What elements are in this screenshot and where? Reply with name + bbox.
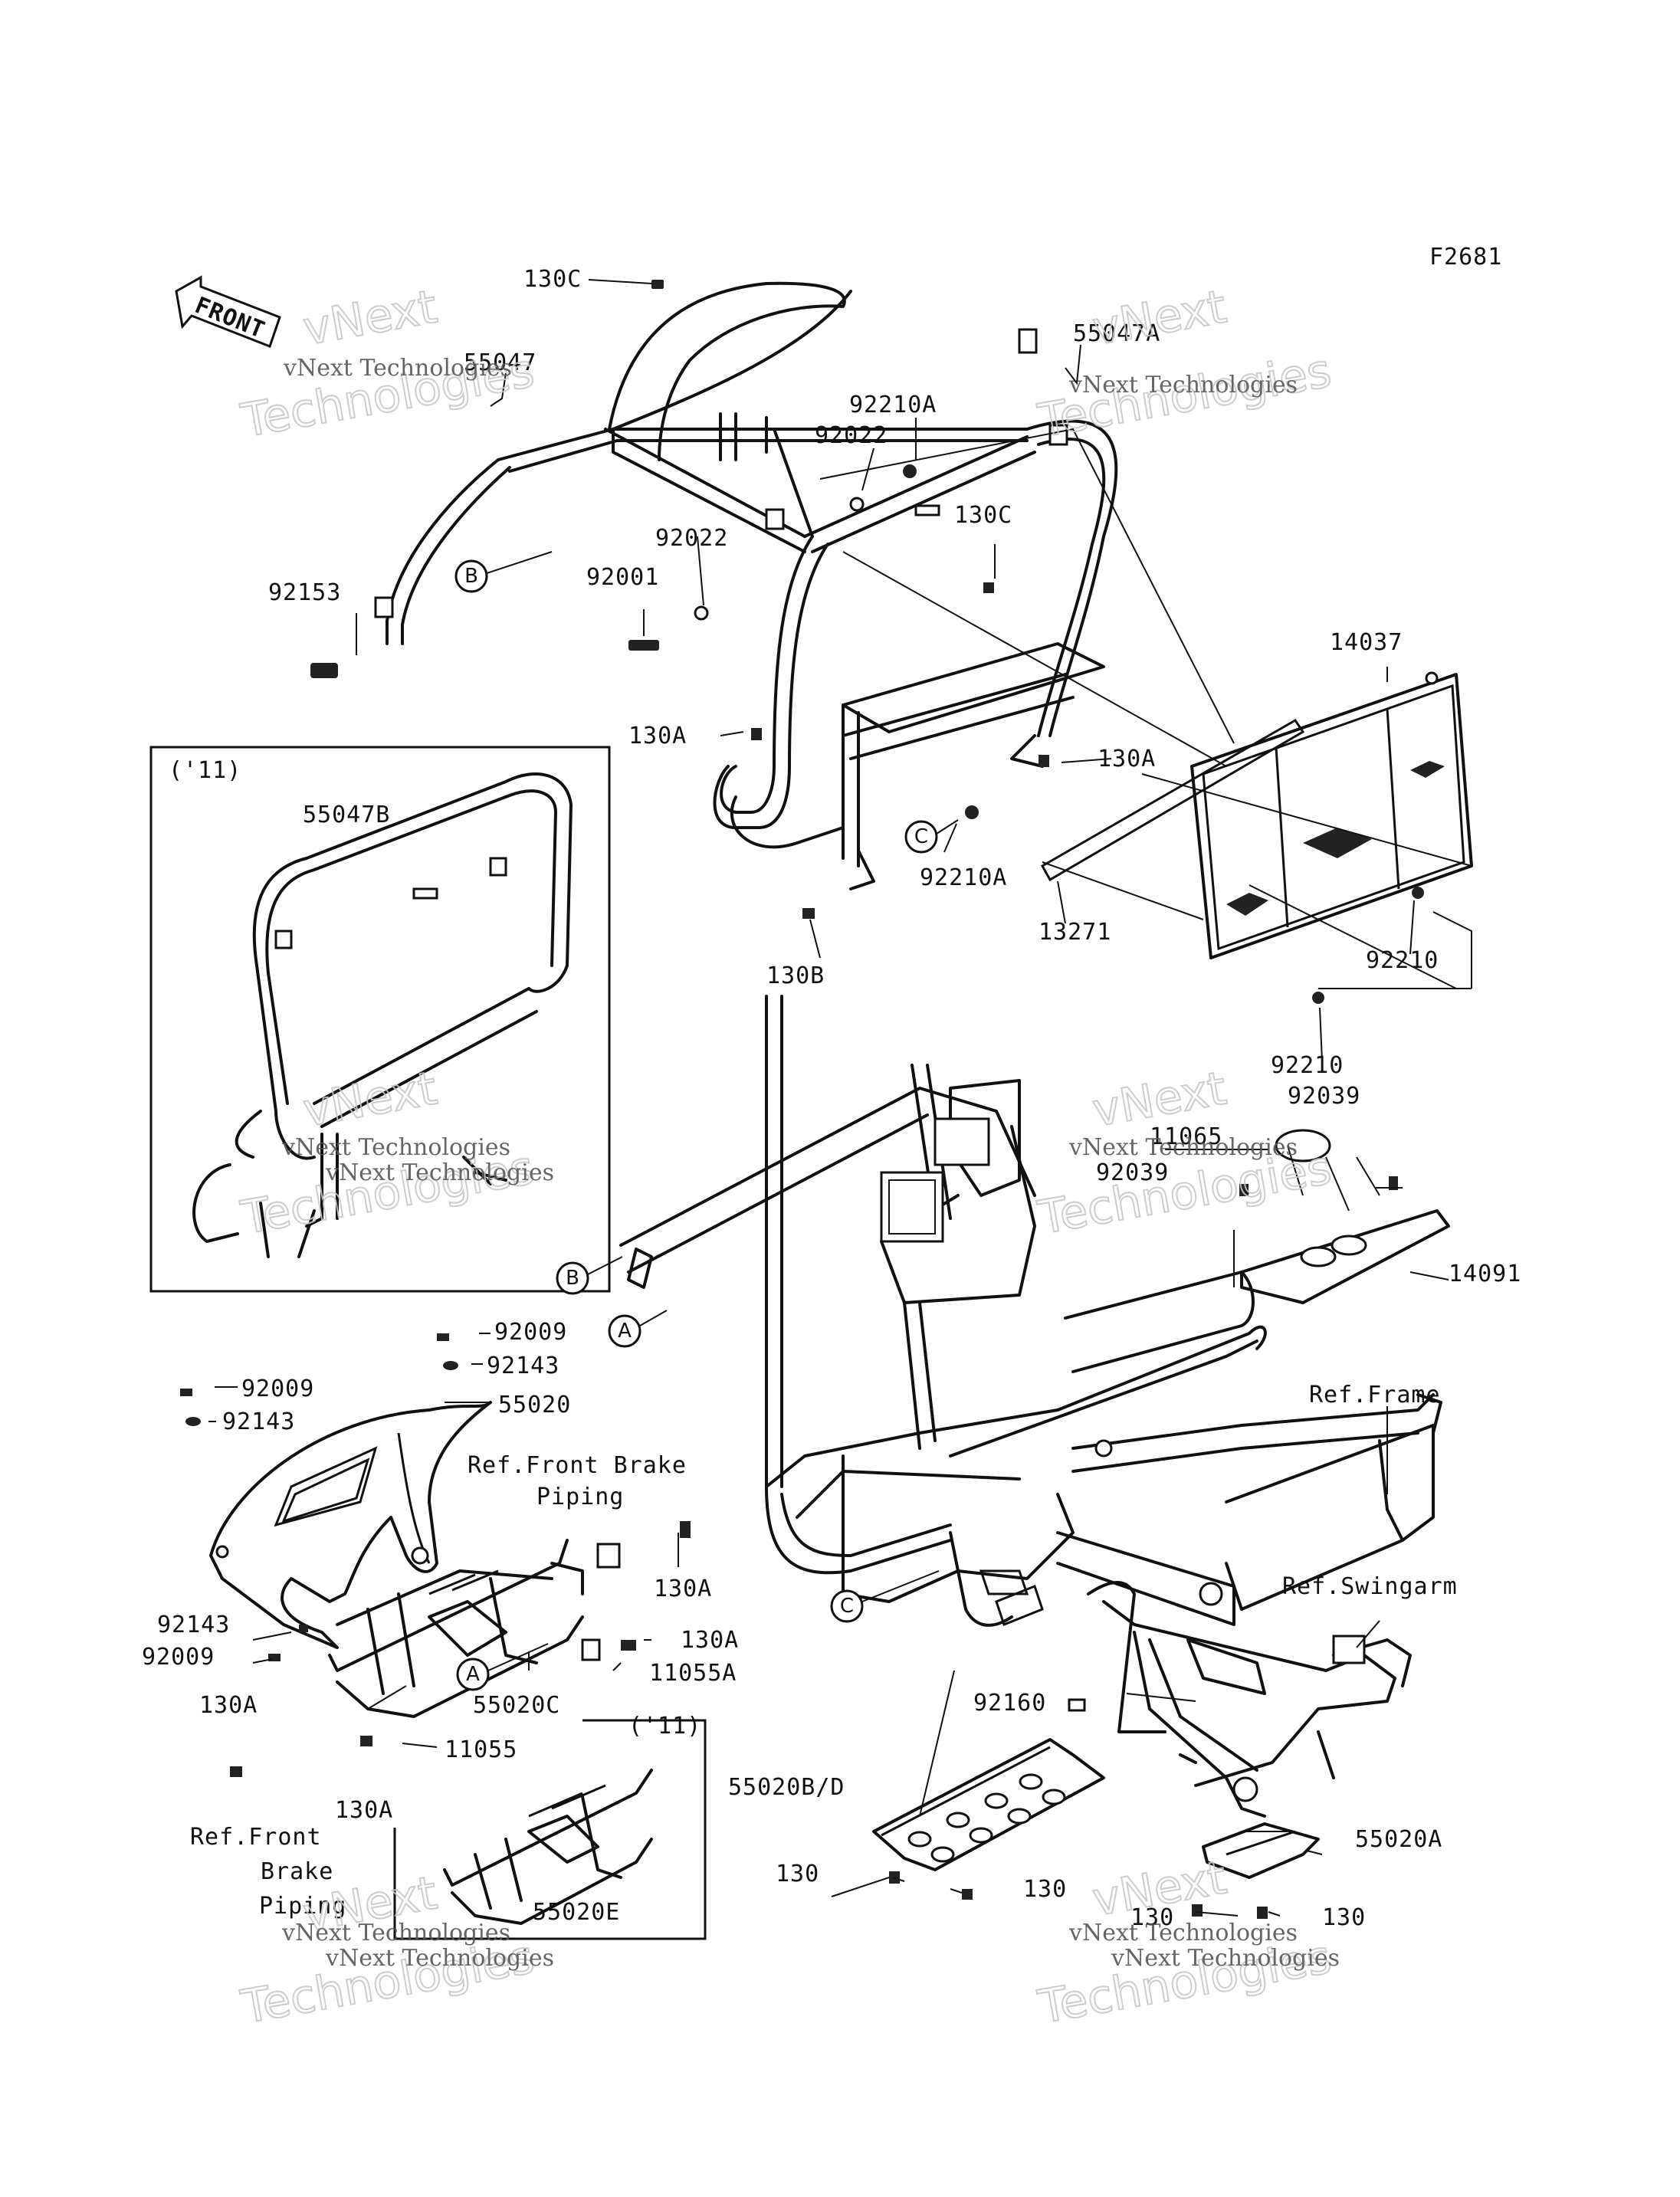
part-92210-b: 92210: [1271, 1052, 1344, 1079]
watermark-6: vNext Technologies vNext Technologies vN…: [1033, 1850, 1340, 2035]
ref-front-brake-2c: Piping: [259, 1893, 346, 1920]
fasteners: [180, 280, 1424, 1919]
part-130A-brake: 130A: [654, 1576, 712, 1602]
front-guard: [209, 1401, 492, 1649]
part-130A-low1: 130A: [199, 1692, 258, 1719]
part-130-a: 130: [776, 1861, 819, 1887]
inset-label-2: ('11): [628, 1713, 701, 1740]
part-92143-b: 92143: [222, 1408, 295, 1435]
figure-code: F2681: [1429, 244, 1502, 271]
svg-text:vNext: vNext: [299, 1061, 441, 1137]
svg-text:vNext Technologies: vNext Technologies: [281, 1134, 510, 1161]
svg-text:vNext Technologies: vNext Technologies: [1111, 1945, 1340, 1972]
leader-lines: [208, 279, 1449, 1917]
part-130C-mid: 130C: [954, 502, 1012, 529]
swingarm: [1087, 1581, 1412, 1818]
part-92153: 92153: [268, 579, 341, 606]
part-55047B: 55047B: [303, 802, 390, 828]
part-11055A: 11055A: [649, 1660, 737, 1687]
part-130A-low2: 130A: [335, 1797, 393, 1824]
svg-text:B: B: [464, 565, 478, 588]
inset-label-1: ('11): [169, 757, 241, 784]
part-14091: 14091: [1449, 1261, 1521, 1287]
svg-text:vNext: vNext: [299, 280, 441, 356]
callout-A2: A: [456, 1658, 490, 1691]
part-13271: 13271: [1039, 919, 1111, 946]
ref-front-brake-1b: Piping: [536, 1484, 624, 1510]
skid-plate-55020BD: [872, 1698, 1105, 1871]
strip-13271: [1040, 718, 1305, 882]
part-130-d: 130: [1322, 1904, 1366, 1931]
part-92210A-mid: 92210A: [920, 864, 1007, 891]
part-92009-c: 92009: [142, 1644, 215, 1671]
inset-box-55047B: [149, 746, 611, 1293]
svg-text:vNext Technologies: vNext Technologies: [283, 355, 512, 382]
part-130A-right: 130A: [1098, 746, 1156, 772]
ref-front-brake-1a: Ref.Front Brake: [468, 1452, 687, 1479]
part-92143-c: 92143: [157, 1612, 230, 1638]
part-130A-left: 130A: [628, 723, 687, 749]
part-92210-a: 92210: [1366, 947, 1439, 974]
svg-text:A: A: [618, 1320, 632, 1343]
svg-text:vNext Technologies: vNext Technologies: [281, 1920, 510, 1946]
svg-text:vNext Technologies: vNext Technologies: [325, 1159, 554, 1186]
part-55020E: 55020E: [533, 1899, 620, 1926]
svg-text:vNext: vNext: [1088, 1851, 1230, 1926]
part-92001: 92001: [586, 564, 659, 591]
inset-box-55020E: [393, 1719, 707, 1940]
ref-swingarm: Ref.Swingarm: [1282, 1573, 1458, 1600]
svg-text:C: C: [914, 825, 928, 848]
part-55020A: 55020A: [1355, 1826, 1442, 1853]
part-11055: 11055: [445, 1736, 517, 1763]
svg-text:vNext Technologies: vNext Technologies: [1068, 1134, 1298, 1161]
part-55020BD: 55020B/D: [728, 1774, 845, 1801]
svg-text:vNext Technologies: vNext Technologies: [325, 1945, 554, 1972]
part-14037: 14037: [1330, 629, 1403, 656]
svg-text:vNext Technologies: vNext Technologies: [1068, 372, 1298, 398]
ref-front-brake-2a: Ref.Front: [190, 1824, 322, 1851]
skid-plate-55020A: [1202, 1822, 1320, 1879]
callout-C1: C: [904, 820, 938, 854]
rack-outline: [819, 428, 1472, 1287]
svg-text:vNext Technologies: vNext Technologies: [1068, 1920, 1298, 1946]
callout-A1: A: [608, 1314, 641, 1348]
part-130B: 130B: [766, 962, 825, 989]
callout-B2: B: [556, 1261, 589, 1295]
front-arrow-icon: FRONT: [175, 275, 281, 348]
callout-B1: B: [454, 559, 488, 593]
part-130-c: 130: [1130, 1904, 1174, 1931]
part-92210A-top: 92210A: [849, 392, 937, 418]
watermark-5: vNext Technologies vNext Technologies vN…: [236, 1865, 554, 2035]
part-labels: 130C 55047A 55047 92210A 92022 92022 920…: [142, 266, 1521, 1931]
part-92039-a: 92039: [1288, 1083, 1360, 1110]
part-130A-b2: 130A: [681, 1627, 739, 1654]
part-11065: 11065: [1150, 1123, 1222, 1150]
part-55047A: 55047A: [1073, 320, 1160, 347]
part-92009-b: 92009: [241, 1376, 314, 1402]
watermark-1: vNext Technologies vNext Technologies: [236, 279, 539, 449]
part-130C-top: 130C: [523, 266, 582, 293]
part-92022-top: 92022: [815, 422, 888, 449]
front-bumper: [328, 1539, 621, 1718]
part-130-b: 130: [1023, 1876, 1067, 1903]
part-92009-a: 92009: [494, 1319, 567, 1346]
ref-frame: Ref.Frame: [1309, 1382, 1441, 1408]
svg-text:B: B: [566, 1267, 579, 1290]
main-frame: [619, 995, 1442, 1627]
ref-front-brake-2b: Brake: [261, 1858, 333, 1885]
part-55020: 55020: [498, 1392, 571, 1418]
svg-text:C: C: [840, 1595, 854, 1618]
rear-guard-assembly: [374, 281, 1118, 890]
part-92022-mid: 92022: [655, 525, 728, 552]
part-92160: 92160: [973, 1690, 1046, 1717]
part-92143-a: 92143: [487, 1353, 559, 1379]
part-55020C: 55020C: [473, 1692, 560, 1719]
part-92039-b: 92039: [1096, 1159, 1169, 1186]
svg-text:vNext: vNext: [1088, 280, 1230, 356]
svg-text:A: A: [466, 1663, 480, 1686]
rear-rack-panel: [1190, 671, 1473, 959]
callout-C2: C: [830, 1589, 864, 1623]
part-55047: 55047: [464, 349, 536, 376]
